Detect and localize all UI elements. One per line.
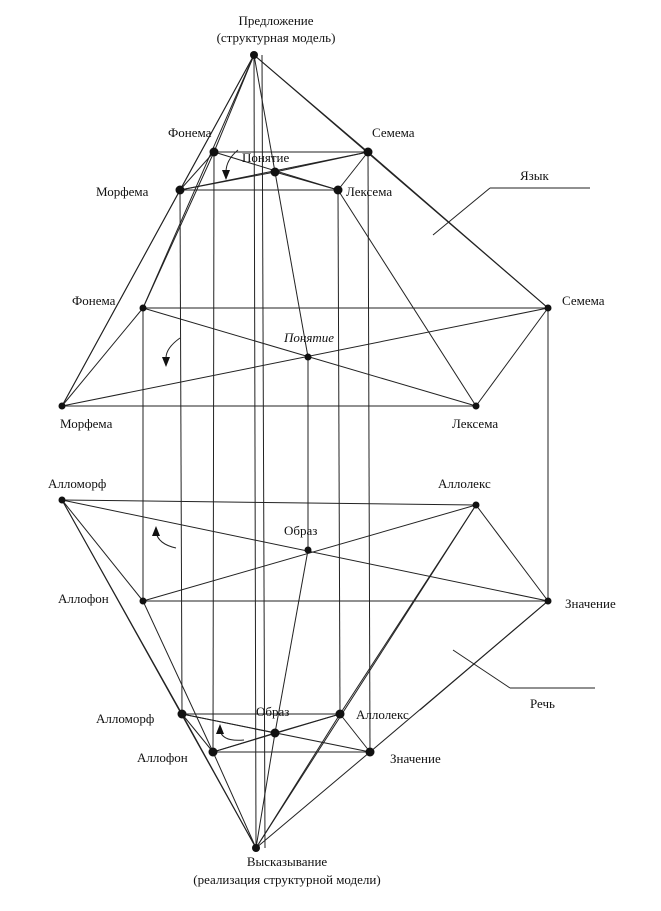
node-mid-concept [304, 353, 312, 361]
node-allolex [472, 501, 480, 509]
bottom-title: Высказывание [247, 854, 328, 869]
diagram-nodes [58, 51, 552, 852]
label-allophone: Аллофон [58, 591, 109, 606]
label-top-lexeme: Лексема [346, 184, 392, 199]
label-bot-allophone: Аллофон [137, 750, 188, 765]
node-allophone [139, 597, 147, 605]
label-image: Образ [284, 523, 317, 538]
label-top-concept: Понятие [242, 150, 289, 165]
node-top-sememe [363, 147, 373, 157]
node-image [304, 546, 312, 554]
label-mid-morpheme: Морфема [60, 416, 113, 431]
node-bot-image [270, 728, 280, 738]
node-bot-allolex [335, 709, 345, 719]
node-mid-lexeme [472, 402, 480, 410]
node-mid-phoneme [139, 304, 147, 312]
node-bot-allophone [208, 747, 218, 757]
label-meaning: Значение [565, 596, 616, 611]
top-subtitle: (структурная модель) [217, 30, 336, 45]
label-top-sememe: Семема [372, 125, 415, 140]
node-top-lexeme [333, 185, 343, 195]
node-top-phoneme [209, 147, 219, 157]
node-meaning [544, 597, 552, 605]
node-top-concept [270, 167, 280, 177]
label-bot-allolex: Аллолекс [356, 707, 409, 722]
label-mid-lexeme: Лексема [452, 416, 498, 431]
node-allomorph [58, 496, 66, 504]
node-bot-allomorph [177, 709, 187, 719]
label-speech: Речь [530, 696, 555, 711]
node-mid-sememe [544, 304, 552, 312]
label-language: Язык [520, 168, 550, 183]
label-top-phoneme: Фонема [168, 125, 212, 140]
label-bot-allomorph: Алломорф [96, 711, 154, 726]
node-bottom-apex [252, 844, 260, 852]
label-top-morpheme: Морфема [96, 184, 149, 199]
label-allomorph: Алломорф [48, 476, 106, 491]
node-mid-morpheme [58, 402, 66, 410]
node-top-apex [250, 51, 258, 59]
label-bot-image: Образ [256, 704, 289, 719]
node-bot-meaning [365, 747, 375, 757]
top-title: Предложение [238, 13, 313, 28]
label-allolex: Аллолекс [438, 476, 491, 491]
label-mid-sememe: Семема [562, 293, 605, 308]
diagram-labels: Предложение (структурная модель) Фонема … [48, 13, 616, 887]
label-mid-concept: Понятие [283, 330, 334, 345]
label-mid-phoneme: Фонема [72, 293, 116, 308]
node-top-morpheme [175, 185, 185, 195]
bottom-subtitle: (реализация структурной модели) [193, 872, 380, 887]
diagram-lines [61, 54, 595, 849]
rotation-arrows [152, 149, 245, 741]
label-bot-meaning: Значение [390, 751, 441, 766]
